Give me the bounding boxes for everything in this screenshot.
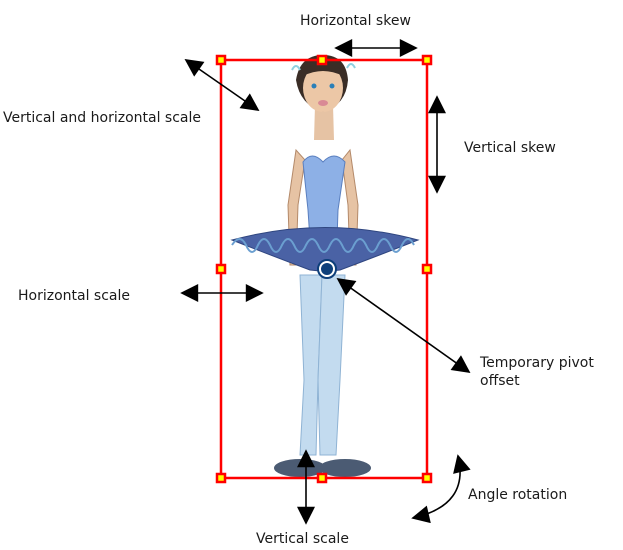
handle-top-center[interactable] (316, 54, 328, 66)
label-angle-rotation: Angle rotation (468, 487, 568, 503)
pivot-point[interactable] (317, 259, 337, 279)
handle-bottom-right[interactable] (421, 472, 433, 484)
label-pivot-offset-line1: Temporary pivot (480, 355, 594, 371)
handle-bottom-center[interactable] (316, 472, 328, 484)
vertical-horizontal-scale-arrow (184, 58, 260, 112)
handle-top-right[interactable] (421, 54, 433, 66)
handle-top-left[interactable] (215, 54, 227, 66)
label-pivot-offset-line2: offset (480, 373, 520, 389)
handle-middle-left[interactable] (215, 263, 227, 275)
pivot-offset-arrow (336, 277, 471, 374)
handle-middle-right[interactable] (421, 263, 433, 275)
label-horizontal-scale: Horizontal scale (18, 288, 131, 304)
handle-bottom-left[interactable] (215, 472, 227, 484)
label-vertical-horizontal-scale: Vertical and horizontal scale (3, 110, 201, 126)
label-vertical-skew: Vertical skew (464, 140, 556, 156)
angle-rotation-arrow (411, 454, 471, 524)
label-vertical-scale: Vertical scale (256, 531, 349, 547)
label-horizontal-skew: Horizontal skew (300, 13, 411, 29)
